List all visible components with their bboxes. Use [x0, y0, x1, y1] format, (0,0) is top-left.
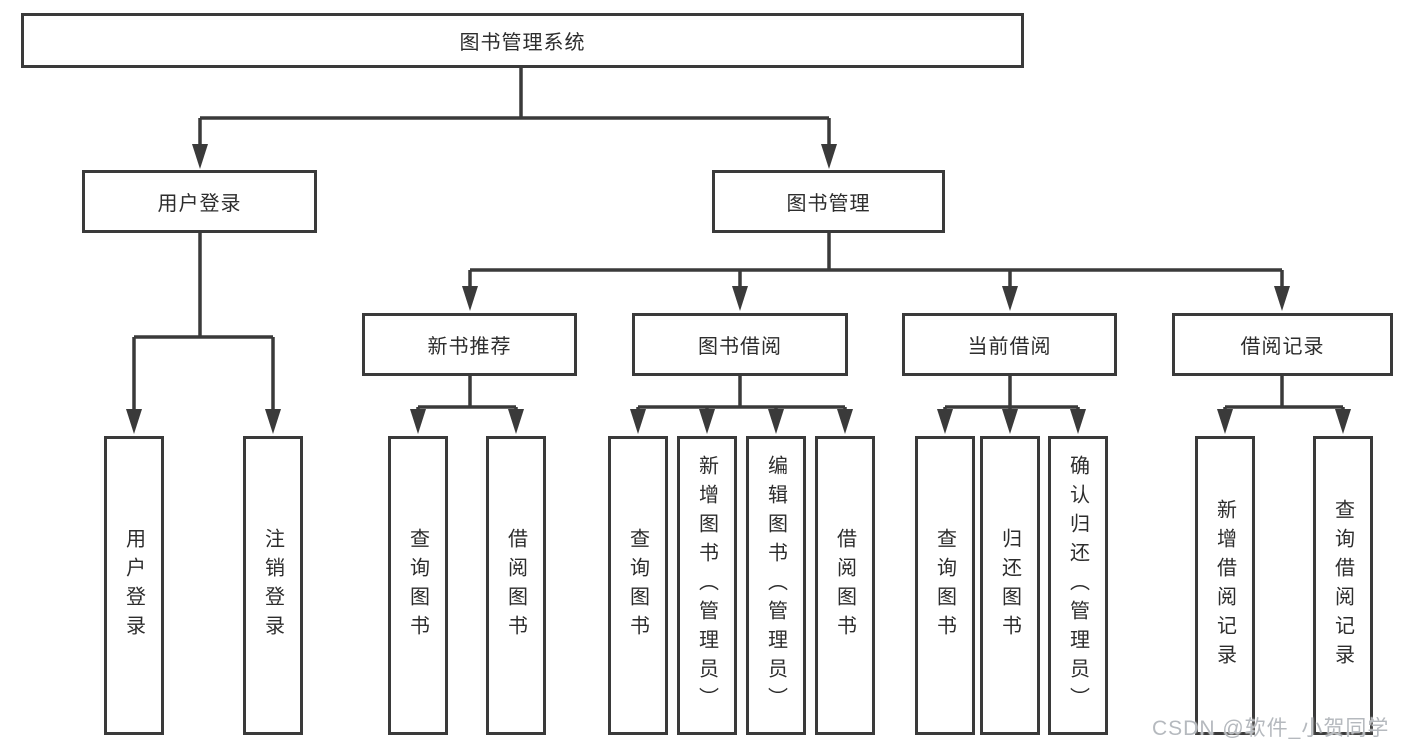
node-leaf-return-books: 归还图书: [980, 436, 1040, 735]
node-leaf-query-books-borrowing: 查询图书: [608, 436, 668, 735]
node-label: 用户登录: [157, 193, 242, 215]
node-current-borrowing: 当前借阅: [902, 313, 1117, 376]
arrowhead-icon: [126, 409, 142, 434]
node-label: 图书管理系统: [459, 32, 586, 54]
arrowhead-icon: [1217, 409, 1233, 434]
node-leaf-borrow-books: 借阅图书: [815, 436, 875, 735]
arrowhead-icon: [1070, 409, 1086, 434]
arrowhead-icon: [732, 286, 748, 311]
node-label: 新书推荐: [427, 336, 512, 358]
arrowhead-icon: [768, 409, 784, 434]
node-root-library-system: 图书管理系统: [21, 13, 1024, 68]
arrowhead-icon: [1274, 286, 1290, 311]
arrowhead-icon: [699, 409, 715, 434]
arrowhead-icon: [508, 409, 524, 434]
node-label: 图书借阅: [698, 336, 782, 358]
node-book-management-branch: 图书管理: [712, 170, 945, 233]
node-label: 注销登录: [261, 527, 284, 644]
node-label: 用户登录: [122, 527, 145, 644]
node-label: 查询图书: [406, 527, 429, 644]
node-leaf-add-books-admin: 新增图书（管理员）: [677, 436, 737, 735]
arrowhead-icon: [837, 409, 853, 434]
node-label: 借阅图书: [504, 527, 527, 644]
csdn-watermark: CSDN @软件_小贺同学: [1152, 717, 1390, 740]
node-label: 当前借阅: [967, 336, 1052, 358]
arrowhead-icon: [937, 409, 953, 434]
node-borrowing-records: 借阅记录: [1172, 313, 1393, 376]
node-leaf-query-books-current: 查询图书: [915, 436, 975, 735]
arrowhead-icon: [192, 144, 208, 169]
node-leaf-edit-books-admin: 编辑图书（管理员）: [746, 436, 806, 735]
node-leaf-add-borrow-record: 新增借阅记录: [1195, 436, 1255, 735]
arrowhead-icon: [630, 409, 646, 434]
node-label: 图书管理: [786, 193, 871, 215]
node-label: 查询图书: [933, 527, 956, 644]
node-leaf-logout: 注销登录: [243, 436, 303, 735]
node-leaf-user-login: 用户登录: [104, 436, 164, 735]
node-user-login-branch: 用户登录: [82, 170, 317, 233]
node-leaf-query-books-recommend: 查询图书: [388, 436, 448, 735]
node-leaf-borrow-books-recommend: 借阅图书: [486, 436, 546, 735]
node-label: 新增图书（管理员）: [695, 455, 718, 716]
node-label: 编辑图书（管理员）: [764, 455, 787, 716]
arrowhead-icon: [1002, 409, 1018, 434]
node-new-book-recommend: 新书推荐: [362, 313, 577, 376]
arrowhead-icon: [462, 286, 478, 311]
node-label: 确认归还（管理员）: [1066, 455, 1089, 716]
node-label: 查询图书: [626, 527, 649, 644]
node-book-borrowing: 图书借阅: [632, 313, 848, 376]
node-leaf-confirm-return-admin: 确认归还（管理员）: [1048, 436, 1108, 735]
node-leaf-query-borrow-record: 查询借阅记录: [1313, 436, 1373, 735]
arrowhead-icon: [265, 409, 281, 434]
node-label: 查询借阅记录: [1331, 498, 1354, 673]
node-label: 借阅记录: [1240, 336, 1325, 358]
node-label: 新增借阅记录: [1213, 498, 1236, 673]
node-label: 借阅图书: [833, 527, 856, 644]
arrowhead-icon: [821, 144, 837, 169]
node-label: 归还图书: [998, 527, 1021, 644]
arrowhead-icon: [410, 409, 426, 434]
arrowhead-icon: [1335, 409, 1351, 434]
arrowhead-icon: [1002, 286, 1018, 311]
